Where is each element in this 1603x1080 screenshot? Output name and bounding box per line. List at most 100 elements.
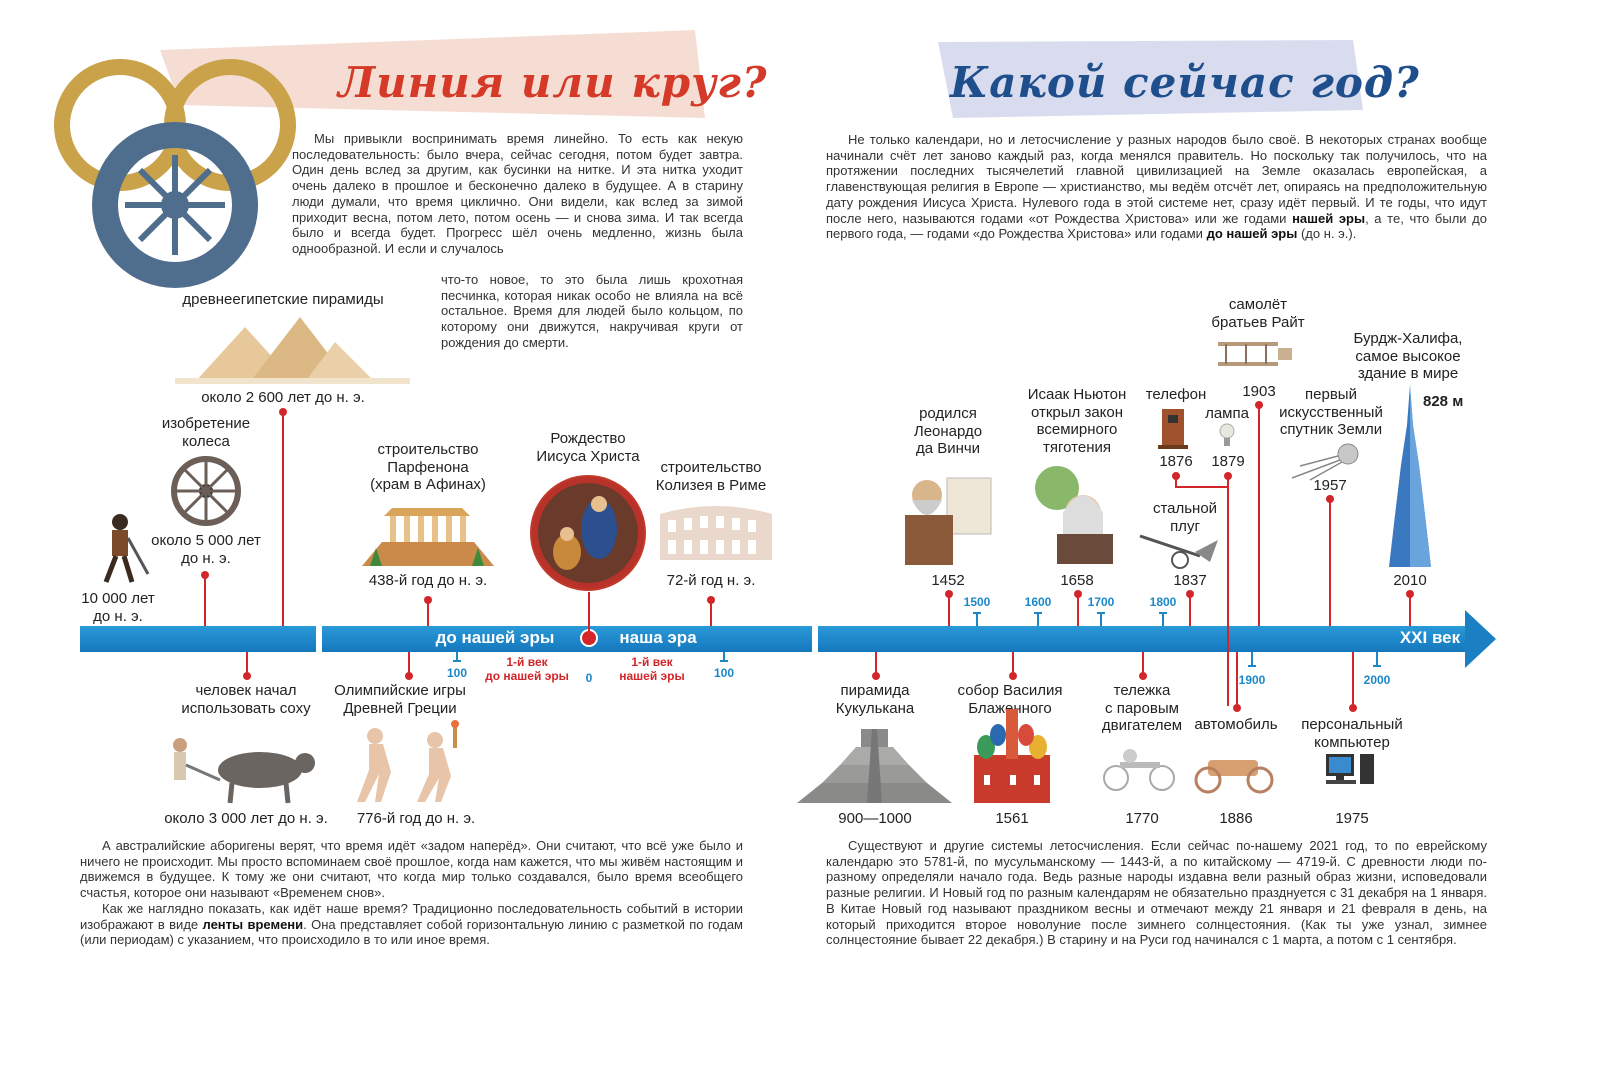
first-century-ad-label: 1-й век нашей эры [619,655,685,683]
tick-cap [720,660,728,662]
tick-cap [1159,612,1167,614]
tick-label: 1700 [1087,595,1115,609]
timeline-bar-segment-3 [818,626,1468,652]
newton-illustration [1035,466,1113,564]
text: Как же наглядно показать, как идёт наше … [80,900,743,932]
event-label: строительство Парфенона (храм в Афинах) [370,441,486,493]
text: . Она представляет собой горизонтальную … [80,916,743,948]
st-basils-cathedral-illustration [974,709,1050,803]
tick-label: 2000 [1363,673,1391,687]
parthenon-illustration [362,508,494,566]
tick-100-ad [723,652,725,661]
tick-label: 100 [446,666,468,680]
intro-text-right: Не только календари, но и летосчисление … [826,132,1487,242]
tick-100-bc [456,652,458,661]
event-date: 1770 [1125,810,1159,827]
event-stem [427,600,429,626]
tick-label: 1500 [963,595,991,609]
intro-bold-1: нашей эры [1292,210,1366,226]
tick-cap [973,612,981,614]
event-label: телефон [1145,386,1207,403]
event-dot [243,672,251,680]
title-ribbon-right [938,40,1363,118]
event-stem [1329,499,1331,626]
intro-text-a: Не только календари, но и летосчисление … [826,132,1487,226]
event-label: пирамида Кукулькана [835,682,915,717]
event-label: стальной плуг [1152,500,1218,535]
event-date: 10 000 лет до н. э. [81,590,155,625]
burj-khalifa-illustration [1389,385,1431,567]
century-label: XXI век [1399,628,1461,647]
event-label: изобретение колеса [161,415,251,450]
event-stem [1175,476,1177,488]
event-stem [282,412,284,626]
event-stem [246,652,248,676]
event-date: 2010 [1393,572,1427,589]
steam-cart-illustration [1103,749,1175,791]
event-stem [408,652,410,676]
pyramids-illustration [175,317,410,384]
tick-1800 [1162,612,1164,626]
event-dot [1406,590,1414,598]
rings-illustration [54,59,296,288]
event-label: человек начал использовать соху [181,682,311,717]
event-stem [1227,476,1229,706]
event-label: древнеегипетские пирамиды [182,291,384,308]
era-bc-label: до нашей эры [435,628,555,647]
event-dot [1074,590,1082,598]
event-stem [1142,652,1144,676]
first-century-bc-label: 1-й век до нашей эры [485,655,569,683]
event-stem [1077,594,1079,626]
tick-1600 [1037,612,1039,626]
intro-bold-2: до нашей эры [1206,226,1298,242]
event-date: 1879 [1211,453,1245,470]
bottom-text-left: А австралийские аборигены верят, что вре… [80,838,743,948]
timeline-bar-segment-2 [322,626,812,652]
event-date: 1975 [1335,810,1369,827]
event-dot [1233,704,1241,712]
tick-cap [1373,665,1381,667]
timeline-arrowhead [1465,610,1496,668]
event-stem [204,575,206,626]
event-stem [1189,594,1191,626]
olympic-runners-illustration [357,720,459,802]
steel-plow-illustration [1139,534,1218,569]
tick-label: 1600 [1024,595,1052,609]
tick-1500 [976,612,978,626]
tick-cap [453,660,461,662]
tick-1700 [1100,612,1102,626]
event-label: персональный компьютер [1301,716,1403,751]
event-date: 438-й год до н. э. [368,572,488,589]
automobile-illustration [1194,760,1274,794]
event-dot [1224,472,1232,480]
tick-label: 1900 [1238,673,1266,687]
event-date: 1903 [1242,383,1276,400]
bottom-paragraph-2: Как же наглядно показать, как идёт наше … [80,901,743,948]
caveman-illustration [103,514,150,583]
bottom-paragraph-1: А австралийские аборигены верят, что вре… [80,838,743,901]
intro-text-b: , а те, что были до первого года, — года… [826,210,1487,242]
event-stem [1236,652,1238,710]
event-label: Олимпийские игры Древней Греции [334,682,466,717]
zero-label: 0 [585,671,593,685]
event-stem [1352,652,1354,710]
intro-text-left-1: Мы привыкли воспринимать время линейно. … [292,131,743,256]
event-label: тележка с паровым двигателем [1101,682,1183,734]
event-date: 1876 [1159,453,1193,470]
event-dot [872,672,880,680]
event-label: самолёт братьев Райт [1211,296,1305,331]
bottom-text-right: Существуют и другие системы летосчислени… [826,838,1487,948]
event-date: 776-й год до н. э. [356,810,476,827]
timeline-bar-segment-1 [80,626,316,652]
intro-text-left-2: что-то новое, то это была лишь крохотная… [441,272,743,350]
event-date: около 2 600 лет до н. э. [201,389,365,406]
event-dot [1139,672,1147,680]
event-date: 1561 [995,810,1029,827]
event-date: около 5 000 лет до н. э. [151,532,261,567]
title-ribbon-left [160,30,705,118]
event-date: 1452 [931,572,965,589]
event-dot [1172,472,1180,480]
tick-1900 [1251,652,1253,666]
sputnik-illustration [1291,443,1359,481]
event-stem [1012,652,1014,676]
